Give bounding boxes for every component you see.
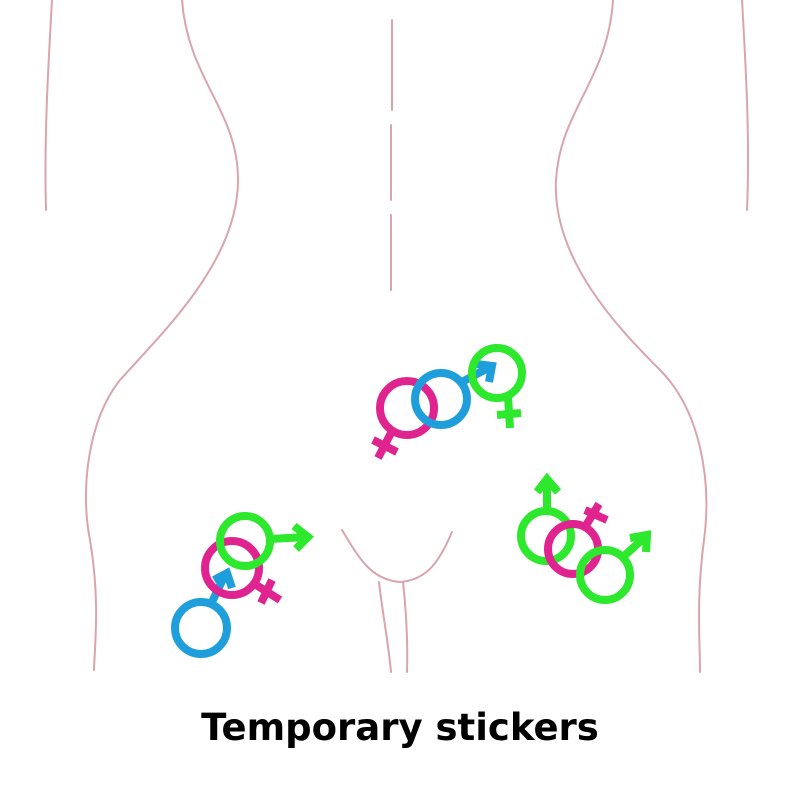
sticker-group-left <box>171 512 315 658</box>
body-outline <box>44 0 750 673</box>
glute-split-right <box>402 581 409 673</box>
sticker-group-right <box>517 472 652 604</box>
left-waist-contour <box>84 0 240 671</box>
glute-crease <box>341 529 453 584</box>
spine-line <box>390 19 393 291</box>
female-symbol <box>468 344 526 429</box>
male-symbol <box>171 567 236 658</box>
glute-split-left <box>378 581 392 673</box>
right-waist-contour <box>554 0 708 673</box>
right-outer-contour <box>741 0 750 211</box>
caption-text: Temporary stickers <box>201 706 599 749</box>
left-outer-contour <box>44 0 53 211</box>
female-symbol <box>371 377 438 460</box>
sticker-group-top <box>371 344 526 460</box>
female-symbol <box>201 537 283 605</box>
male-symbol <box>576 530 652 604</box>
male-symbol <box>517 472 575 565</box>
male-symbol <box>216 512 315 570</box>
